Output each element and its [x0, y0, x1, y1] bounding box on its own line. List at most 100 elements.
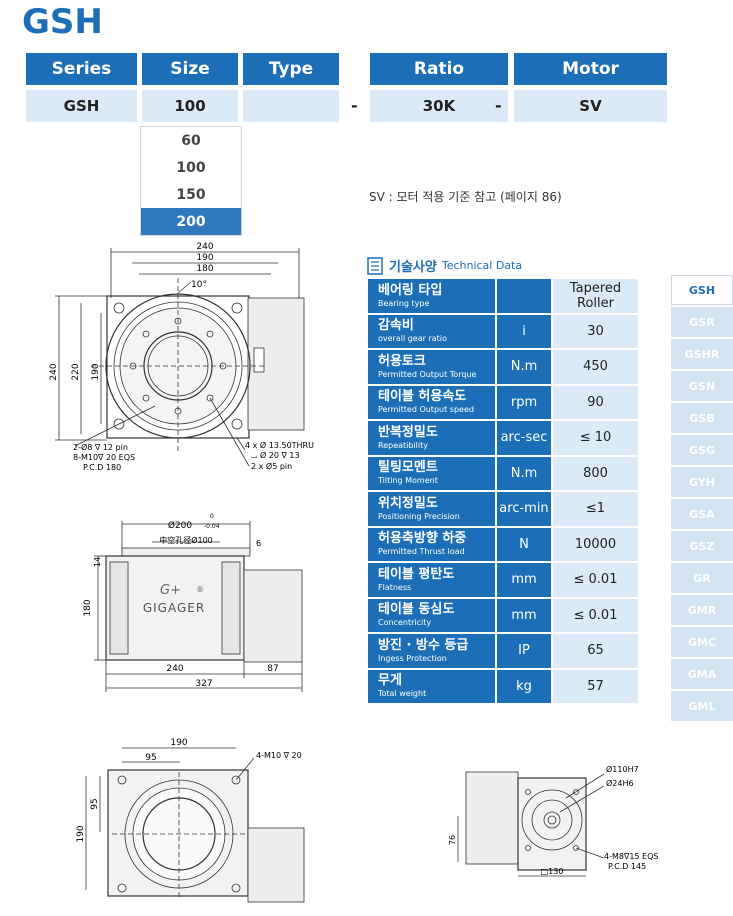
- size-options-list[interactable]: 60 100 150 200: [140, 126, 242, 236]
- type-header: Type: [243, 53, 339, 85]
- motor-value: SV: [514, 90, 667, 122]
- bottom-view-drawing: 190 95 95 190 4-M10 ∇ 20: [76, 738, 305, 903]
- brand-logo: G+: [160, 583, 181, 598]
- note-thru-holes: 4 x Ø 13.50THRU: [245, 440, 314, 450]
- spec-unit: N: [495, 527, 551, 563]
- side-nav-item-gsa[interactable]: GSA: [671, 499, 733, 529]
- spec-label-en: Ingess Protection: [378, 653, 447, 663]
- spec-unit: kg: [495, 669, 551, 705]
- spec-unit: N.m: [495, 456, 551, 492]
- spec-label-en: Permitted Output Torque: [378, 369, 477, 379]
- dim-height-240: 240: [49, 363, 59, 380]
- spec-value: ≤ 10: [551, 421, 638, 457]
- side-nav-item-gr[interactable]: GR: [671, 563, 733, 593]
- dim-length-327: 327: [195, 679, 212, 689]
- side-nav-item-gsb[interactable]: GSB: [671, 403, 733, 433]
- dim-length-240: 240: [166, 664, 183, 674]
- size-option-selected[interactable]: 200: [141, 208, 241, 235]
- dim-height-190: 190: [76, 825, 86, 842]
- spec-label-ko: 위치정밀도: [378, 495, 438, 511]
- spec-unit: arc-sec: [495, 421, 551, 457]
- registered-mark: ®: [196, 585, 204, 594]
- series-header: Series: [26, 53, 137, 85]
- side-nav-item-gsh[interactable]: GSH: [671, 275, 733, 305]
- size-option[interactable]: 100: [176, 159, 206, 176]
- spec-label-ko: 무게: [378, 673, 402, 689]
- side-nav-item-gyh[interactable]: GYH: [671, 467, 733, 497]
- spec-unit: rpm: [495, 385, 551, 421]
- ratio-value: 30K: [370, 90, 508, 122]
- spec-value: 30: [551, 314, 638, 350]
- side-view-drawing: Ø200 0 -0.04 中空孔径Ø100 6 14 180 240 87 32…: [83, 513, 303, 692]
- spec-label-ko: 베어링 타입: [378, 282, 443, 298]
- dim-height-220: 220: [71, 363, 81, 380]
- side-nav-item-gsg[interactable]: GSG: [671, 435, 733, 465]
- technical-data-title-ko: 기술사양: [389, 260, 437, 275]
- spec-label-ko: 방진 · 방수 등급: [378, 637, 469, 653]
- size-value[interactable]: 100: [142, 90, 238, 122]
- note-pin-holes: 2-Ø8 ∇ 12 pin: [73, 442, 128, 452]
- dim-width-240: 240: [196, 242, 213, 252]
- spec-label-en: Tilting Moment: [378, 476, 438, 486]
- dim-length-87: 87: [267, 664, 278, 674]
- spec-label-en: Concentricity: [378, 618, 432, 628]
- side-nav-item-gmr[interactable]: GMR: [671, 595, 733, 625]
- spec-label-en: Permitted Thrust load: [378, 547, 465, 557]
- spec-value: ≤1: [551, 492, 638, 528]
- side-nav-item-gml[interactable]: GML: [671, 691, 733, 721]
- technical-data-heading: 기술사양 Technical Data: [367, 256, 522, 275]
- dim-height-180: 180: [83, 599, 93, 616]
- note-shaft-bore: Ø24H6: [606, 778, 634, 788]
- spec-value: ≤ 0.01: [551, 563, 638, 599]
- motor-flange-drawing: 76 □130 Ø110H7 Ø24H6 4-M8∇15 EQS P.C.D 1…: [448, 764, 658, 877]
- side-nav-item-gmc[interactable]: GMC: [671, 627, 733, 657]
- spec-value: 57: [551, 669, 638, 705]
- series-value: GSH: [26, 90, 137, 122]
- spec-label-en: Permitted Output speed: [378, 405, 474, 415]
- separator-dash: -: [351, 96, 358, 115]
- side-nav-item-gshr[interactable]: GSHR: [671, 339, 733, 369]
- page-title: GSH: [22, 2, 103, 42]
- spec-value: 800: [551, 456, 638, 492]
- spec-label-en: overall gear ratio: [378, 334, 447, 344]
- size-option[interactable]: 150: [176, 186, 206, 203]
- spec-label-en: Repeatibility: [378, 440, 428, 450]
- technical-data-title-en: Technical Data: [441, 259, 523, 272]
- spec-unit: IP: [495, 634, 551, 670]
- note-tapped-holes: 4-M10 ∇ 20: [256, 751, 302, 760]
- dim-width-95: 95: [145, 753, 156, 763]
- spec-value: 10000: [551, 527, 638, 563]
- note-pcd: P.C.D 145: [608, 862, 646, 871]
- side-nav-item-gma[interactable]: GMA: [671, 659, 733, 689]
- spec-unit: i: [495, 314, 551, 350]
- tolerance-lower: -0.04: [204, 523, 220, 530]
- note-pcd: P.C.D 180: [83, 463, 121, 472]
- size-header: Size: [142, 53, 238, 85]
- spec-label-ko: 허용축방향 하중: [378, 531, 467, 547]
- side-nav-item-gsz[interactable]: GSZ: [671, 531, 733, 561]
- side-nav-item-gsn[interactable]: GSN: [671, 371, 733, 401]
- spec-value: ≤ 0.01: [551, 598, 638, 634]
- size-option[interactable]: 60: [181, 132, 201, 149]
- note-counterbore: ⌴ Ø 20 ∇ 13: [251, 450, 300, 460]
- dim-flange-130: □130: [541, 867, 564, 876]
- spec-value: 90: [551, 385, 638, 421]
- side-nav-item-gsr[interactable]: GSR: [671, 307, 733, 337]
- dim-height-95: 95: [90, 798, 100, 809]
- brand-name: GIGAGER: [143, 601, 205, 615]
- spec-value: Tapered Roller: [551, 279, 638, 315]
- top-view-drawing: 240 190 180 10° 240 220 190 2-Ø8 ∇ 12 pi…: [49, 242, 314, 472]
- dim-hollow-bore: 中空孔径Ø100: [159, 535, 213, 545]
- ratio-header: Ratio: [370, 53, 508, 85]
